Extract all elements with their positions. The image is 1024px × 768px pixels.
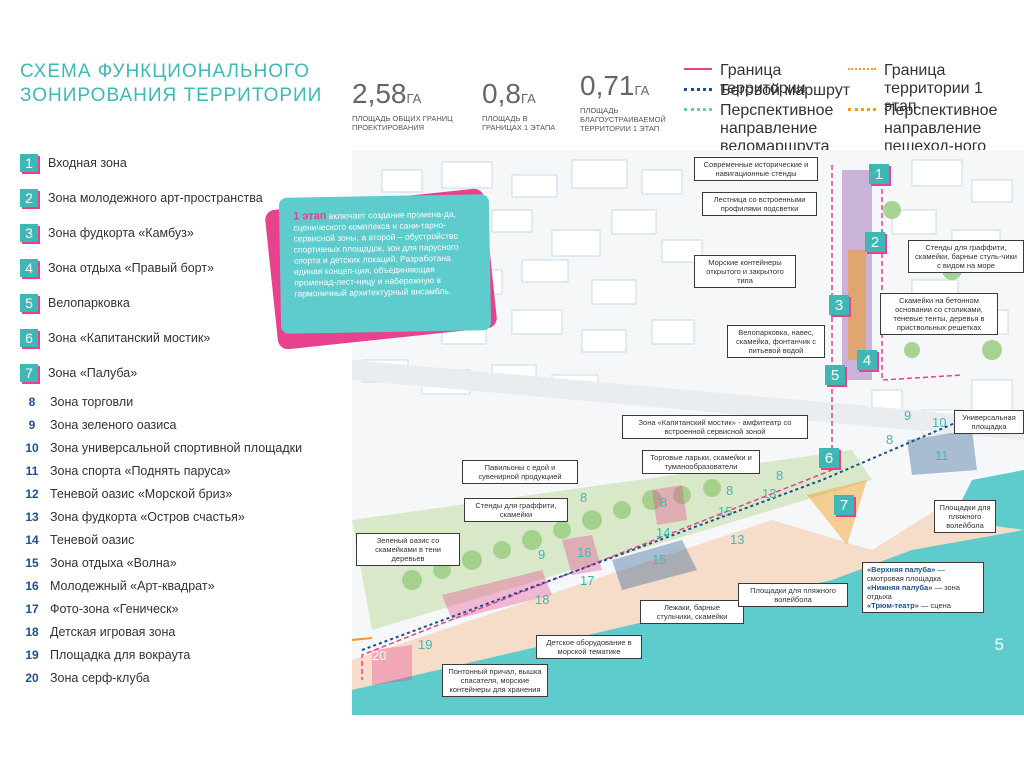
map-label: 8 xyxy=(726,483,734,498)
map-label: 8 xyxy=(580,490,588,505)
page-number: 5 xyxy=(994,635,1004,654)
callout: Лестница со встроенными профилями подсве… xyxy=(702,192,817,216)
map-label: 18 xyxy=(535,592,550,607)
callout: Павильоны с едой и сувенирной продукцией xyxy=(462,460,578,484)
site-plan-map: 1 2 3 4 5 6 7 8 8 8 8 8 9 9 10 11 13 13 … xyxy=(352,150,1024,715)
callout: Детское оборудование в морской тематике xyxy=(536,635,642,659)
page-title: СХЕМА ФУНКЦИОНАЛЬНОГО ЗОНИРОВАНИЯ ТЕРРИТ… xyxy=(20,61,323,106)
callout: Морские контейнеры открытого и закрытого… xyxy=(694,255,796,288)
map-label: 17 xyxy=(580,573,595,588)
map-marker: 4 xyxy=(857,350,877,370)
map-label: 13 xyxy=(762,486,777,501)
legend-border: Граница территории xyxy=(684,62,854,98)
callout: Современные исторические и навигационные… xyxy=(694,157,818,181)
map-label: 14 xyxy=(656,525,671,540)
map-label: 15 xyxy=(652,552,667,567)
callout: Лежаки, барные стульчики, скамейки xyxy=(640,600,744,624)
callout: Стенды для граффити, скамейки xyxy=(464,498,568,522)
map-marker: 3 xyxy=(829,295,849,315)
map-marker: 2 xyxy=(865,232,885,252)
map-label: 15 xyxy=(718,504,733,519)
callout: Зона «Капитанский мостик» - амфитеатр со… xyxy=(622,415,808,439)
legend-run: Беговой маршрут xyxy=(684,82,854,100)
map-label: 10 xyxy=(932,415,947,430)
map-label: 11 xyxy=(935,448,949,463)
callout-deck: «Верхняя палуба» — смотровая площадка «Н… xyxy=(862,562,984,613)
map-marker: 7 xyxy=(834,495,854,515)
map-marker: 1 xyxy=(869,164,889,184)
map-label: 8 xyxy=(886,432,894,447)
map-marker: 5 xyxy=(825,365,845,385)
map-label: 9 xyxy=(538,547,546,562)
legend-bike: Перспективное направление веломаршрута xyxy=(684,102,834,156)
map-label: 16 xyxy=(577,545,592,560)
callout: Площадки для пляжного волейбола xyxy=(738,583,848,607)
callout: Стенды для граффити, скамейки, барные ст… xyxy=(908,240,1024,273)
stat-stage1-area: 0,8ГА Площадь вграницах 1 этапа xyxy=(482,78,556,132)
map-label: 19 xyxy=(418,637,433,652)
map-label: 8 xyxy=(776,468,784,483)
map-label: 13 xyxy=(730,532,745,547)
legend-border-stage1: Граница территории 1 этап xyxy=(848,62,998,116)
callout: Универсальная площадка xyxy=(954,410,1024,434)
callout: Скамейки на бетонном основании со столик… xyxy=(880,293,998,335)
stage1-description: 1 этап включает создание промена-да, сце… xyxy=(278,194,492,334)
callout: Торговые ларьки, скамейки и туманообразо… xyxy=(642,450,760,474)
map-label: 9 xyxy=(904,408,912,423)
map-label: 8 xyxy=(660,495,668,510)
callout: Площадки для пляжного волейбола xyxy=(934,500,996,533)
callout: Велопарковка, навес, скамейка, фонтанчик… xyxy=(727,325,825,358)
stat-improved-area: 0,71ГА Площадьблагоустраиваемойтерритори… xyxy=(580,70,666,133)
callout: Зеленый оазис со скамейками в тени дерев… xyxy=(356,533,460,566)
map-marker: 6 xyxy=(819,448,839,468)
stat-total-area: 2,58ГА Площадь общих границпроектировани… xyxy=(352,78,453,132)
callout: Понтонный причал, вышка спасателя, морск… xyxy=(442,664,548,697)
map-label: 20 xyxy=(372,648,387,663)
